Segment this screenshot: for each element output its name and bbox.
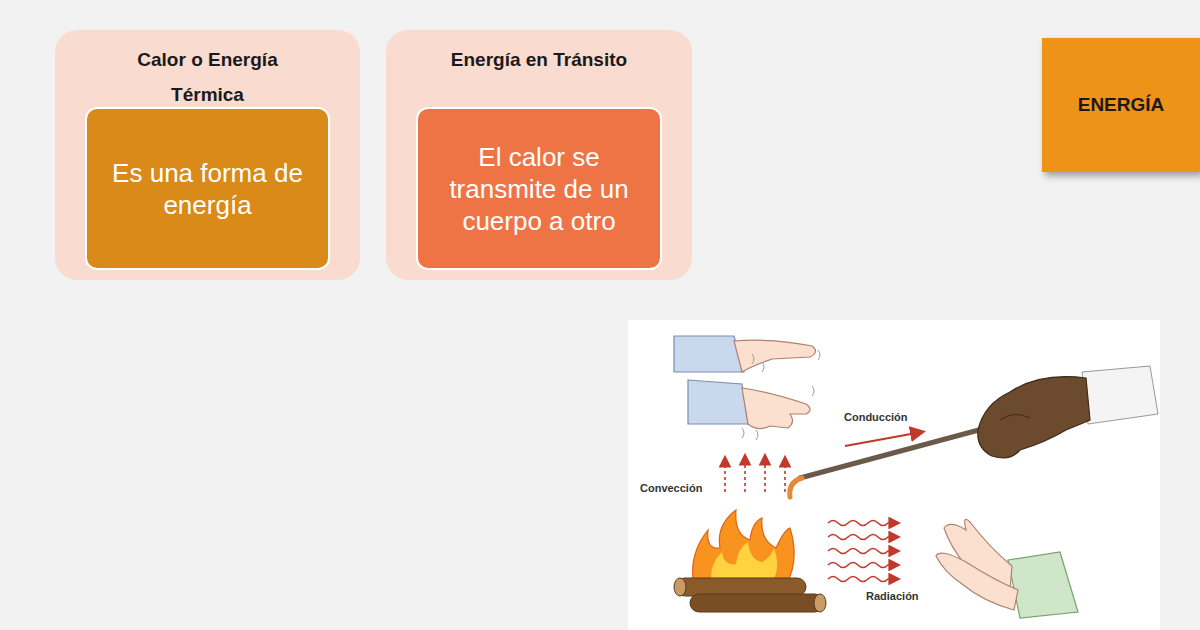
- process-label: Radiación: [866, 590, 919, 602]
- definition-box: El calor se transmite de un cuerpo a otr…: [416, 107, 662, 270]
- process-label: Convección: [640, 482, 702, 494]
- topic-tag: ENERGÍA: [1042, 38, 1200, 172]
- heat-transfer-illustration: [628, 320, 1160, 630]
- panel-heading: Energía en Tránsito: [444, 42, 634, 77]
- panel-heading: Calor o Energía Térmica: [113, 42, 303, 112]
- tag-label: ENERGÍA: [1078, 94, 1165, 116]
- process-label: Conducción: [844, 411, 908, 423]
- box-text: El calor se transmite de un cuerpo a otr…: [432, 141, 646, 237]
- box-text: Es una forma de energía: [101, 157, 314, 221]
- definition-box: Es una forma de energía: [85, 107, 330, 270]
- category-panel: Calor o Energía Térmica Es una forma de e…: [55, 30, 360, 280]
- category-panel: Energía en Tránsito El calor se transmite…: [386, 30, 692, 280]
